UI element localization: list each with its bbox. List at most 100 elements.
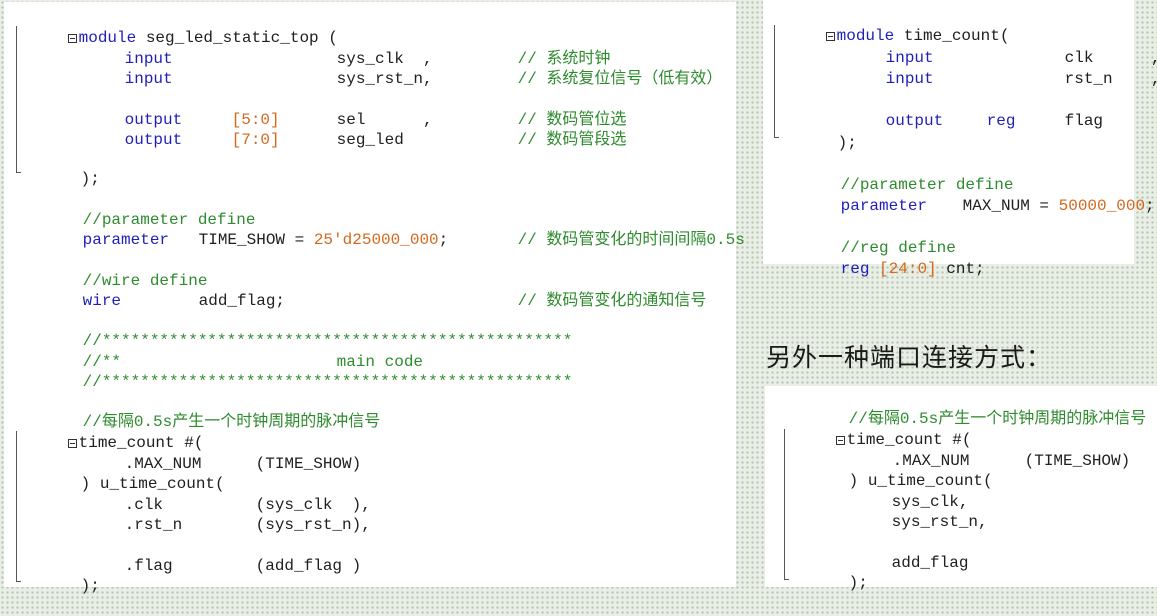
code-line-port-close: ); <box>23 149 100 188</box>
close-paren: ); <box>80 170 100 188</box>
port-name-sel: sel , <box>279 90 433 129</box>
fold-guide-end <box>16 581 21 582</box>
fold-guide-instance <box>16 431 17 581</box>
wire-add-flag: add_flag; <box>141 271 285 310</box>
comment-text: //parameter define <box>840 176 1014 194</box>
comment-text: //每隔0.5s产生一个时钟周期的脉冲信号 <box>848 410 1147 428</box>
keyword-parameter: parameter <box>840 197 928 215</box>
code-line-positional-flag: add_flag <box>834 533 969 572</box>
code-panel-time-count-module: module time_count( input clk , input rst… <box>763 0 1157 278</box>
port-name-flag: flag <box>1007 91 1103 130</box>
instance-name: ) u_time_count( <box>80 475 225 493</box>
port-name-sys-clk: sys_clk , <box>279 29 433 68</box>
comment-sel: // 数码管位选 <box>460 90 627 129</box>
code-line-port-seg-led: output <box>67 110 183 149</box>
port-name-sys-rst-n: sys_rst_n, <box>279 49 433 88</box>
code-line-main-prefix: //** <box>25 332 121 371</box>
port-connection: sys_clk, <box>891 493 969 511</box>
code-panel-alt-port-connection: //每隔0.5s产生一个时钟周期的脉冲信号 time_count #( .MAX… <box>765 386 1157 592</box>
port-name-seg-led: seg_led <box>279 110 404 149</box>
code-line-port-map-rst: .rst_n <box>67 495 183 534</box>
code-panel-top-module: module seg_led_static_top ( input sys_cl… <box>4 2 745 595</box>
collapse-icon[interactable] <box>67 34 77 43</box>
port-type-flag: reg <box>929 91 1016 130</box>
port-name: .clk <box>124 496 164 514</box>
comment-text: // 数码管段选 <box>517 131 627 149</box>
keyword-output: output <box>124 131 183 149</box>
code-line-wire-comment: //wire define <box>25 251 208 290</box>
comment-add-flag: // 数码管变化的通知信号 <box>460 271 707 310</box>
code-line-port-close: ); <box>780 113 857 152</box>
code-line-positional-rst: sys_rst_n, <box>834 492 988 531</box>
fold-guide-module <box>774 25 775 137</box>
code-line-port-flag: output <box>828 91 944 130</box>
keyword-wire: wire <box>82 292 122 310</box>
code-line-instance-head: time_count #( <box>10 413 203 452</box>
reg-name: cnt; <box>936 260 985 278</box>
port-width-sel: [5:0] <box>174 90 280 129</box>
parameter-value: 25'd25000_000 <box>313 231 439 249</box>
keyword-reg: reg <box>840 260 870 278</box>
collapse-icon[interactable] <box>835 436 845 445</box>
comment-text: //每隔0.5s产生一个时钟周期的脉冲信号 <box>82 413 381 431</box>
port-name: sys_rst_n, <box>336 70 433 88</box>
code-line-reg: reg [24:0] cnt; <box>783 239 985 278</box>
parameter-value: (TIME_SHOW) <box>1024 452 1131 470</box>
fold-guide-end <box>784 579 789 580</box>
code-line-instance-head: time_count #( <box>778 410 971 449</box>
keyword-output: output <box>885 112 944 130</box>
port-name-rst-n: rst_n , <box>1007 49 1157 88</box>
code-line-port-map-clk: .clk <box>67 475 163 514</box>
port-name: rst_n , <box>1064 70 1157 88</box>
instance-module: time_count #( <box>78 434 204 452</box>
parameter-time-show: TIME_SHOW = 25'd25000_000; <box>141 210 449 249</box>
parameter-name: MAX_NUM = <box>962 197 1059 215</box>
code-line-port-clk: input <box>67 29 173 68</box>
code-line-port-rst: input <box>67 49 173 88</box>
code-line-port-clk: input <box>828 28 934 67</box>
comment-text: //**************************************… <box>82 373 573 391</box>
code-line-parameter-comment: //parameter define <box>25 190 256 229</box>
code-line-module-decl: module time_count( <box>768 6 1009 45</box>
code-line-instance-comment: //每隔0.5s产生一个时钟周期的脉冲信号 <box>25 392 381 431</box>
keyword-parameter: parameter <box>82 231 170 249</box>
code-line-stars-top: //**************************************… <box>25 311 573 350</box>
instance-param-value: (TIME_SHOW) <box>198 434 362 473</box>
code-line-instance-name: ) u_time_count( <box>23 454 225 493</box>
port-map-rst-value: (sys_rst_n), <box>198 495 371 534</box>
port-connection: (sys_rst_n), <box>255 516 371 534</box>
comment-text: main code <box>336 353 424 371</box>
instance-module: time_count #( <box>846 431 972 449</box>
comment-text: // 系统时钟 <box>517 50 611 68</box>
collapse-icon[interactable] <box>825 32 835 41</box>
code-line-instance-param: .MAX_NUM <box>835 431 970 470</box>
collapse-icon[interactable] <box>67 439 77 448</box>
port-map-clk-value: (sys_clk ), <box>198 475 371 514</box>
comment-text: // 数码管变化的通知信号 <box>517 292 707 310</box>
close-paren: ); <box>80 577 100 595</box>
parameter-name: TIME_SHOW = <box>198 231 314 249</box>
comment-sys-rst-n: // 系统复位信号（低有效） <box>460 49 723 88</box>
comment-text: //reg define <box>840 239 956 257</box>
port-connection: (add_flag ) <box>255 557 362 575</box>
fold-guide-end <box>16 172 21 173</box>
port-connection: sys_rst_n, <box>891 513 988 531</box>
comment-time-show: // 数码管变化的时间间隔0.5s <box>460 210 745 249</box>
code-line-parameter: parameter <box>25 210 169 249</box>
comment-text: //** <box>82 353 122 371</box>
keyword-output: output <box>124 111 183 129</box>
code-line-instance-comment: //每隔0.5s产生一个时钟周期的脉冲信号 <box>791 389 1147 428</box>
parameter-value: 50000_000 <box>1058 197 1146 215</box>
keyword-input: input <box>124 70 173 88</box>
code-line-port-sel: output <box>67 90 183 129</box>
code-line-instance-name: ) u_time_count( <box>791 451 993 490</box>
comment-text: //parameter define <box>82 211 256 229</box>
keyword-input: input <box>885 49 934 67</box>
port-name: seg_led <box>336 131 404 149</box>
port-name: clk , <box>1064 49 1157 67</box>
code-line-port-map-flag: .flag <box>67 536 173 575</box>
module-name: seg_led_static_top ( <box>136 29 338 47</box>
parameter-max-num: MAX_NUM = 50000_000; <box>905 176 1155 215</box>
semicolon: ; <box>438 231 449 249</box>
fold-guide-instance <box>784 429 785 579</box>
